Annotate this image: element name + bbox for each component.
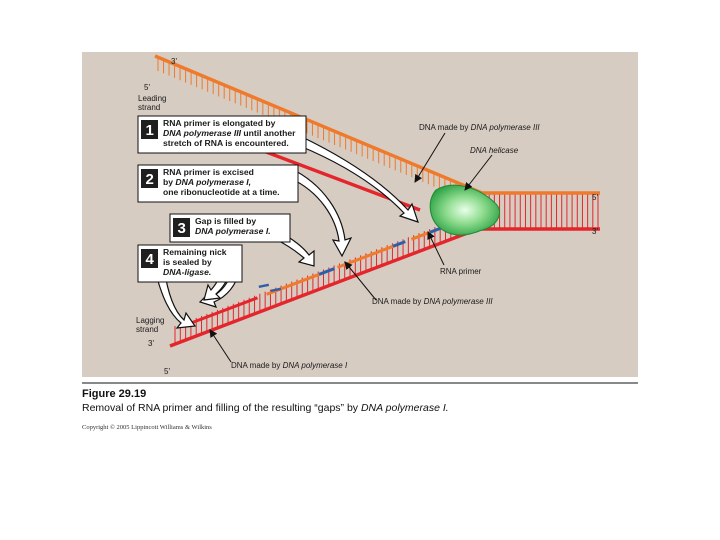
step-text-line: DNA-ligase.: [163, 267, 211, 277]
step-box-frame: [137, 164, 299, 203]
step-text-line: Remaining nick: [163, 247, 227, 257]
top-3prime-label: 3': [171, 57, 177, 66]
step-number: 1: [146, 122, 154, 139]
copyright-notice: Copyright © 2005 Lippincott Williams & W…: [82, 424, 212, 431]
step-text-line: one ribonucleotide at a time.: [163, 187, 280, 197]
rna-primer-segment: [392, 240, 406, 248]
figure-number: Figure 29.19: [82, 388, 146, 400]
step-1-arrow: [299, 135, 419, 223]
label-pointers: [209, 132, 493, 363]
top-5prime-label: 5': [144, 83, 150, 92]
lagging-strand-label-2: strand: [136, 325, 158, 334]
step-number: 2: [146, 171, 154, 188]
step-text-line: stretch of RNA is encountered.: [163, 138, 289, 148]
lagging-strand-label-1: Lagging: [136, 316, 164, 325]
excised-primer-piece: [270, 287, 282, 293]
bottom-5prime-label: 5': [164, 367, 170, 376]
leading-strand-label-2: strand: [138, 103, 160, 112]
step-number: 4: [146, 251, 155, 268]
okazaki-dna-segment: [182, 296, 258, 328]
step-text-line: RNA primer is elongated by: [163, 118, 276, 128]
step-number: 3: [178, 220, 186, 237]
step-number-badge: [141, 120, 158, 139]
step-4-arrow: [154, 267, 197, 329]
okazaki-dna-segment: [410, 230, 431, 241]
dna-pol3-top-label: DNA made by DNA polymerase III: [419, 123, 540, 132]
leading-strand-label-1: Leading: [138, 94, 166, 103]
bottom-3prime-label: 3': [148, 339, 154, 348]
step-text-line: DNA polymerase III until another: [163, 128, 296, 138]
step-text-line: by DNA polymerase I,: [163, 177, 251, 187]
dna-helicase-label: DNA helicase: [470, 146, 519, 155]
right-5prime-label: 5': [592, 193, 598, 202]
step-text-line: DNA polymerase I.: [195, 226, 271, 236]
rna-primer-segment: [318, 267, 335, 276]
step-box-frame: [137, 115, 307, 154]
helicase-blob: [429, 184, 500, 236]
lagging-strand: [169, 226, 479, 348]
dna-pol3-mid-label: DNA made by DNA polymerase III: [372, 297, 493, 306]
excised-primer-piece: [258, 283, 270, 289]
right-3prime-label: 3': [592, 227, 598, 236]
step-number-badge: [141, 249, 158, 268]
parental-duplex: [478, 191, 600, 231]
figure-caption: Removal of RNA primer and filling of the…: [82, 402, 449, 414]
dna-pol1-label: DNA made by DNA polymerase I: [231, 361, 348, 370]
step-text-line: RNA primer is excised: [163, 167, 254, 177]
step-number-badge: [141, 169, 158, 188]
step-text-line: is sealed by: [163, 257, 212, 267]
rna-primer-label: RNA primer: [440, 267, 482, 276]
step-number-badge: [173, 218, 190, 237]
step-text-line: Gap is filled by: [195, 216, 256, 226]
